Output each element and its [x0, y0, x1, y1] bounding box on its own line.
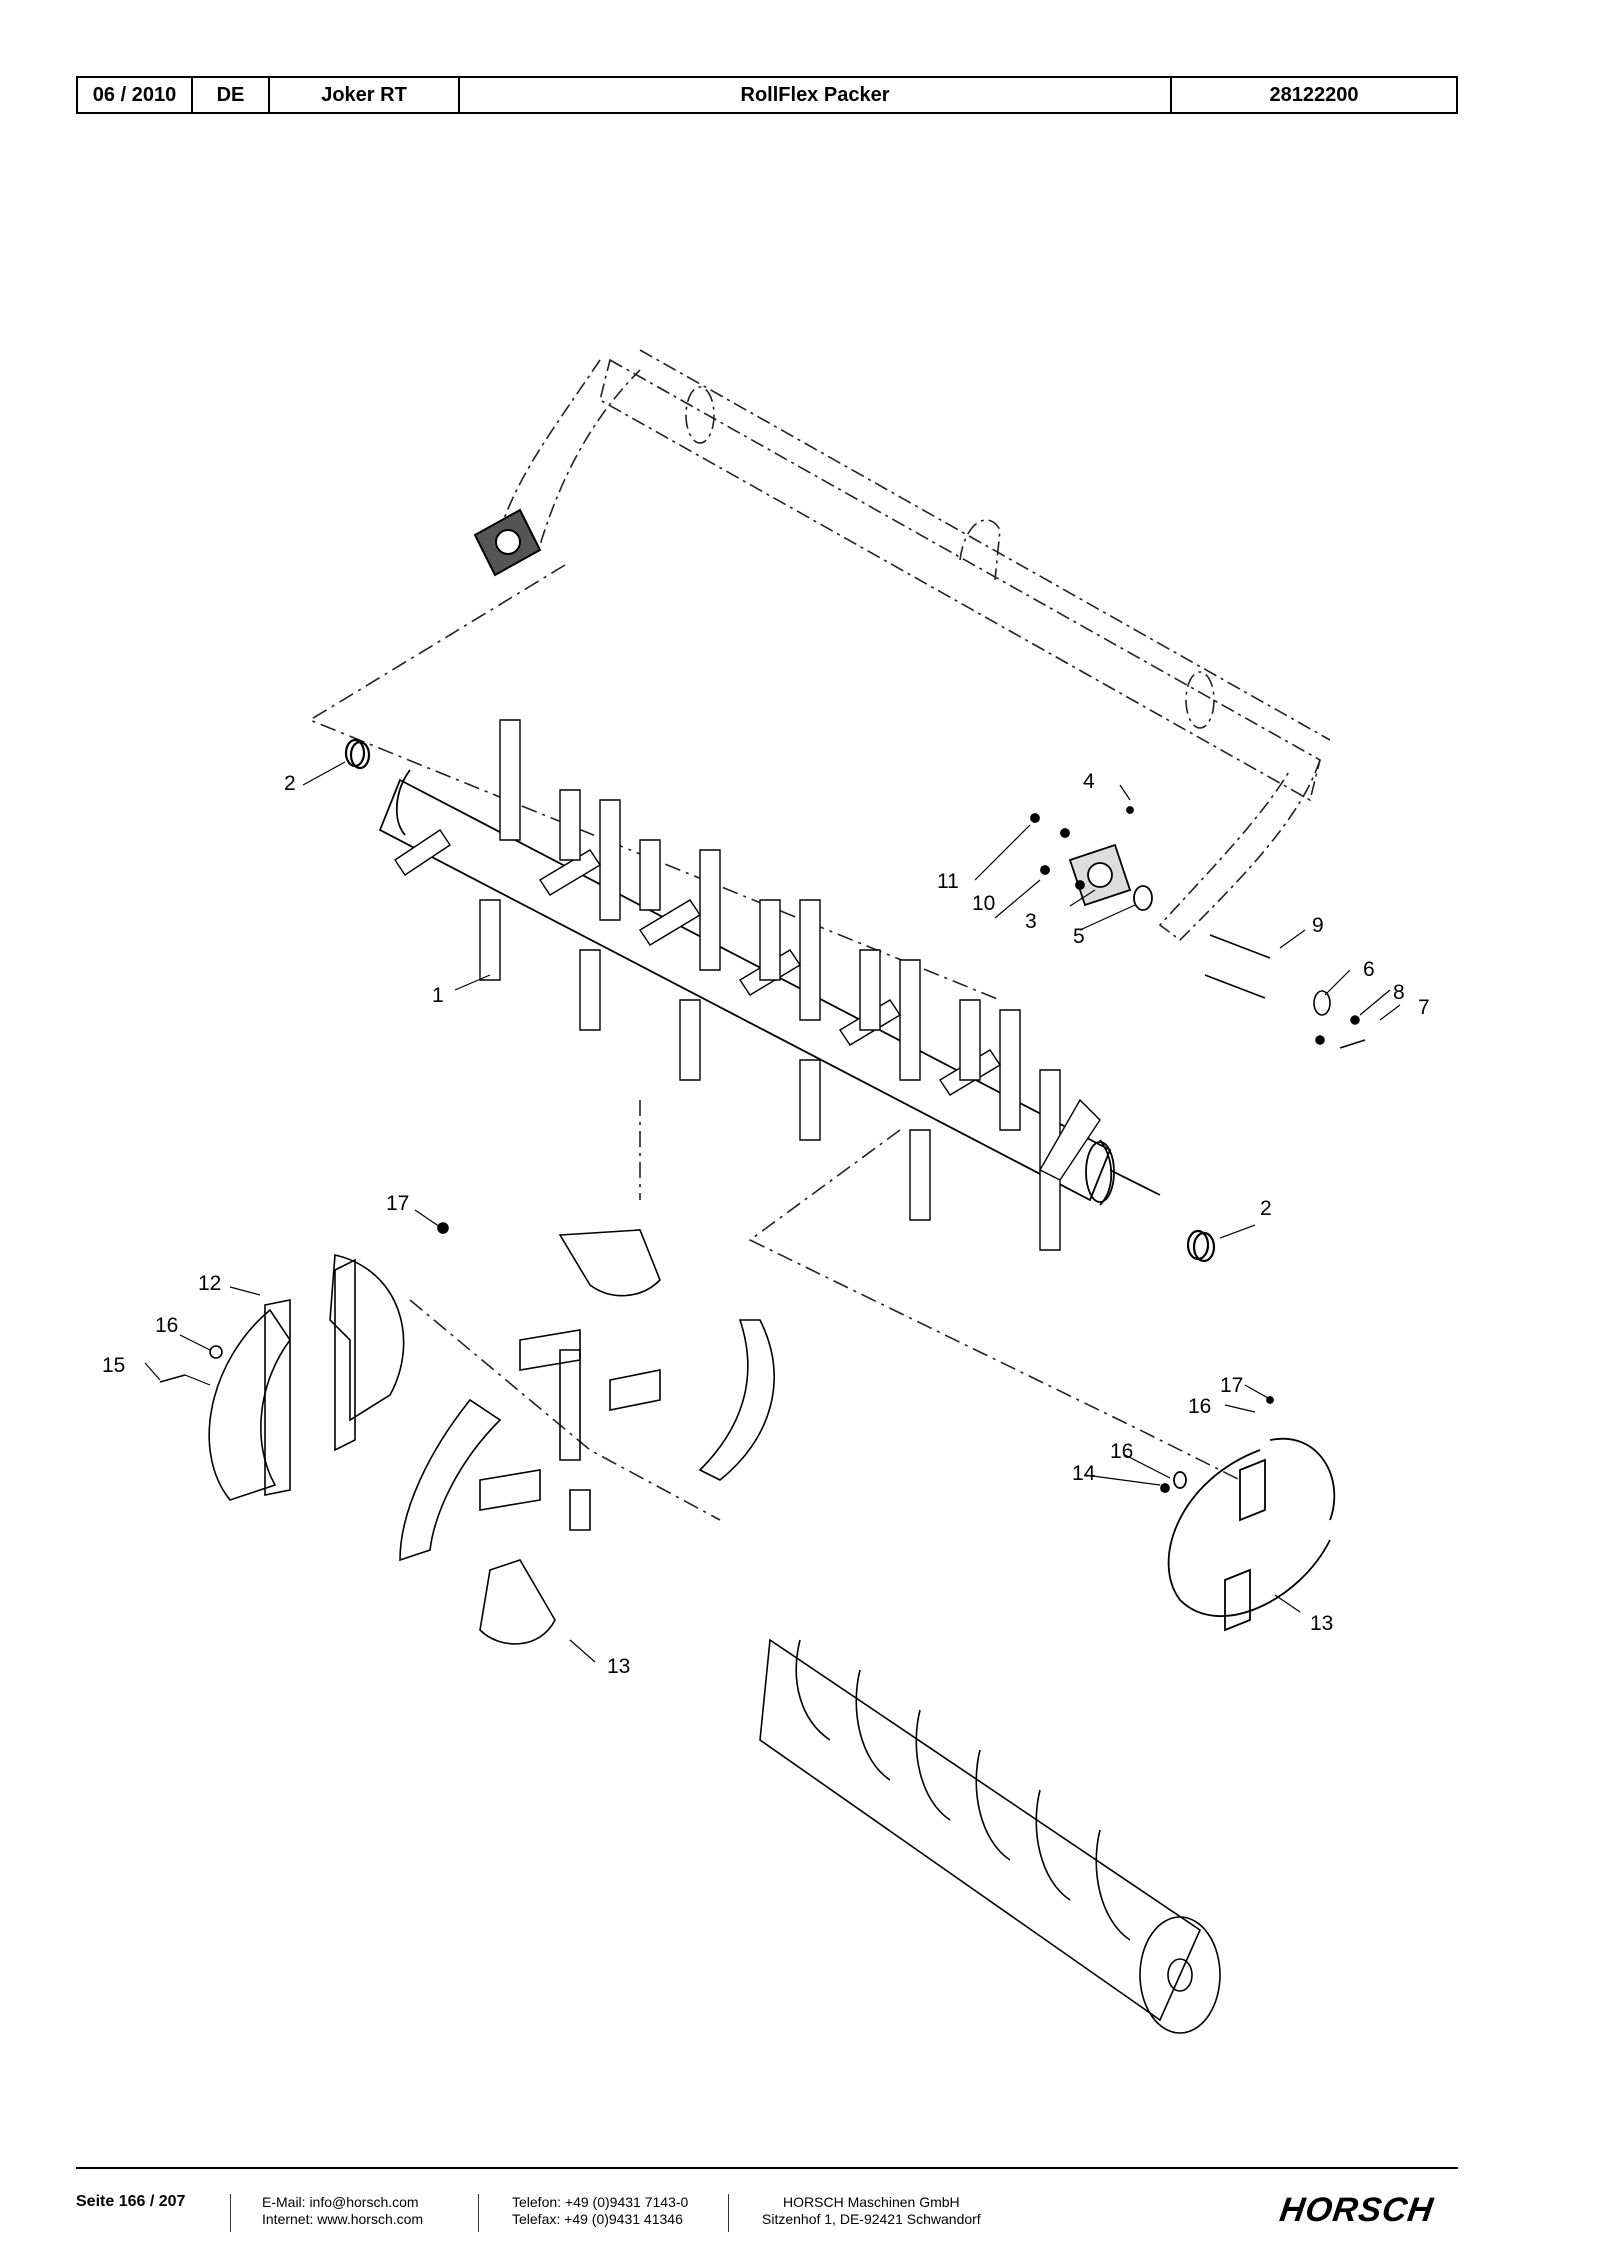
footer-internet: Internet: www.horsch.com [262, 2211, 424, 2227]
leader-lines [144, 761, 1401, 1663]
footer-contact-phone: Telefon: +49 (0)9431 7143-0 Telefax: +49… [512, 2194, 688, 2228]
footer-address: Sitzenhof 1, DE-92421 Schwandorf [762, 2211, 981, 2227]
header-machine: Joker RT [270, 78, 460, 112]
footer-rule [76, 2167, 1458, 2169]
bearing-right [1030, 806, 1153, 911]
callout-8: 8 [1393, 981, 1405, 1004]
footer-page-number: Seite 166 / 207 [76, 2193, 186, 2210]
header-title: RollFlex Packer [460, 78, 1172, 112]
header-table: 06 / 2010 DE Joker RT RollFlex Packer 28… [76, 76, 1458, 114]
horsch-logo: HORSCH [1277, 2191, 1437, 2229]
callout-5: 5 [1073, 925, 1085, 948]
scraper-segments-left [208, 1229, 775, 1645]
scraper-ring-right [1160, 1396, 1336, 1632]
callout-9: 9 [1312, 914, 1324, 937]
footer-fax: Telefax: +49 (0)9431 41346 [512, 2211, 683, 2227]
callout-3: 3 [1025, 910, 1037, 933]
callout-10: 10 [972, 892, 995, 915]
footer-separator [230, 2194, 231, 2232]
callout-2-right: 2 [1260, 1197, 1272, 1220]
footer-company-block: HORSCH Maschinen GmbH Sitzenhof 1, DE-92… [762, 2194, 981, 2228]
bolts-right [1204, 934, 1366, 1049]
frame-phantom [498, 349, 1331, 942]
callout-11: 11 [937, 870, 959, 893]
callout-12: 12 [198, 1272, 221, 1295]
footer-contact-web: E-Mail: info@horsch.com Internet: www.ho… [262, 2194, 423, 2228]
tines [394, 719, 1101, 1251]
callout-6: 6 [1363, 958, 1375, 981]
hardware-left [159, 1222, 449, 1383]
callout-15: 15 [102, 1354, 125, 1377]
header-language: DE [193, 78, 270, 112]
callout-13-right: 13 [1310, 1612, 1333, 1635]
callout-7: 7 [1418, 996, 1430, 1019]
callout-4: 4 [1083, 770, 1095, 793]
callout-16-right-upper: 16 [1188, 1395, 1211, 1418]
footer-separator [478, 2194, 479, 2232]
callout-2-left: 2 [284, 772, 296, 795]
callout-16-right-lower: 16 [1110, 1440, 1133, 1463]
bearing-top [473, 508, 542, 577]
packer-roller [759, 1638, 1221, 2034]
callout-14: 14 [1072, 1462, 1096, 1485]
footer-phone: Telefon: +49 (0)9431 7143-0 [512, 2194, 689, 2210]
callout-16-left: 16 [155, 1314, 178, 1337]
footer-email: E-Mail: info@horsch.com [262, 2194, 419, 2210]
callout-labels: 1 2 2 3 4 5 6 7 8 9 10 11 12 13 13 14 15… [102, 770, 1430, 1678]
callout-1: 1 [432, 984, 444, 1007]
footer-company: HORSCH Maschinen GmbH [783, 2194, 960, 2210]
header-date: 06 / 2010 [78, 78, 193, 112]
callout-13-left: 13 [607, 1655, 630, 1678]
callout-17-right: 17 [1220, 1374, 1243, 1397]
ring-seals [344, 738, 1216, 1263]
footer-separator [728, 2194, 729, 2232]
callout-17-left: 17 [386, 1192, 409, 1215]
header-part-code: 28122200 [1269, 83, 1359, 106]
